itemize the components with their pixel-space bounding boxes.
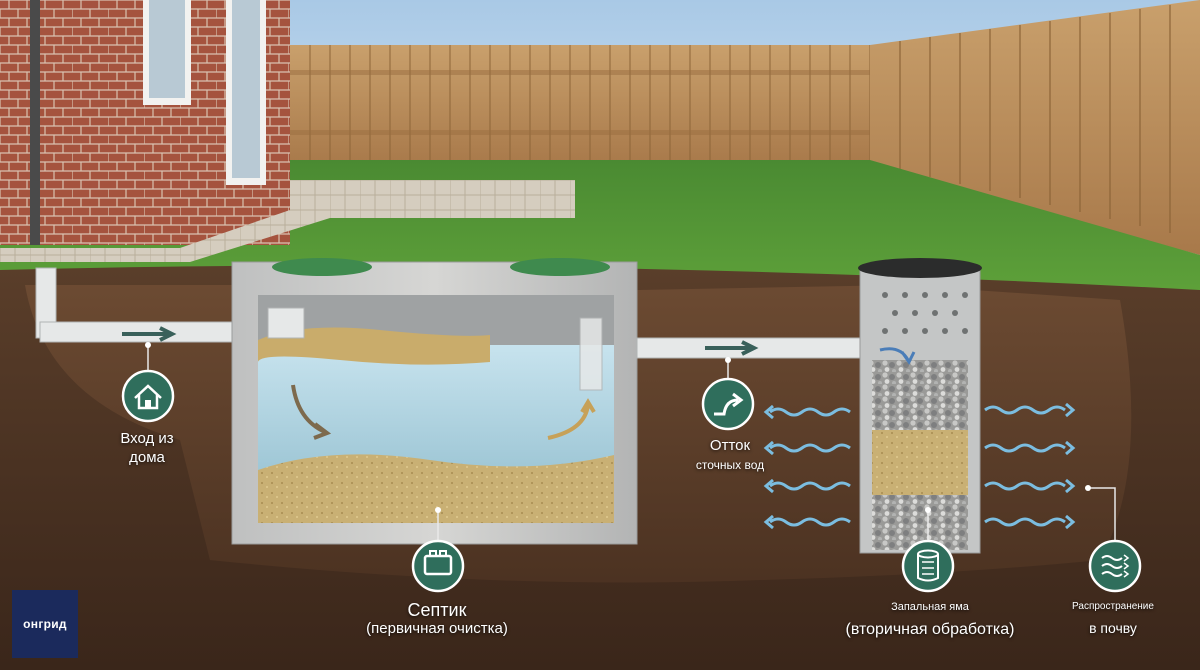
label-spread-title: Распространение: [1072, 601, 1154, 612]
back-fence: [290, 45, 890, 165]
septic-tank-icon: [411, 539, 465, 593]
outflow-flow-arrow: [705, 340, 759, 356]
label-spread-sub: в почву: [1089, 620, 1137, 636]
tank-flow-arrow-up: [547, 398, 596, 440]
side-fence: [870, 0, 1200, 255]
brand-logo: онгрид: [12, 590, 78, 658]
label-pit-sub: (вторичная обработка): [845, 621, 1015, 638]
house: [0, 0, 290, 245]
leader-lines: [147, 345, 1116, 540]
septic-tank: [231, 258, 638, 545]
label-pit-title: Запальная яма: [891, 601, 969, 613]
pit-flow-arrow: [879, 347, 916, 365]
house-icon: [121, 369, 175, 423]
soakaway-pit: [858, 258, 982, 554]
waves-icon: [1088, 539, 1142, 593]
inlet-flow-arrow: [122, 326, 177, 342]
label-outflow-title: Отток: [709, 437, 751, 454]
label-inlet: Вход из дома: [120, 430, 174, 466]
tank-flow-arrow-down: [291, 384, 332, 440]
label-septic-sub: (первичная очистка): [366, 620, 508, 637]
label-outflow-sub: сточных вод: [695, 458, 765, 472]
seepage-waves: [763, 402, 1076, 530]
filter-cylinder-icon: [901, 539, 955, 593]
label-septic-title: Септик: [407, 600, 467, 620]
patio: [0, 180, 575, 262]
pipe-outflow-icon: [701, 377, 755, 431]
